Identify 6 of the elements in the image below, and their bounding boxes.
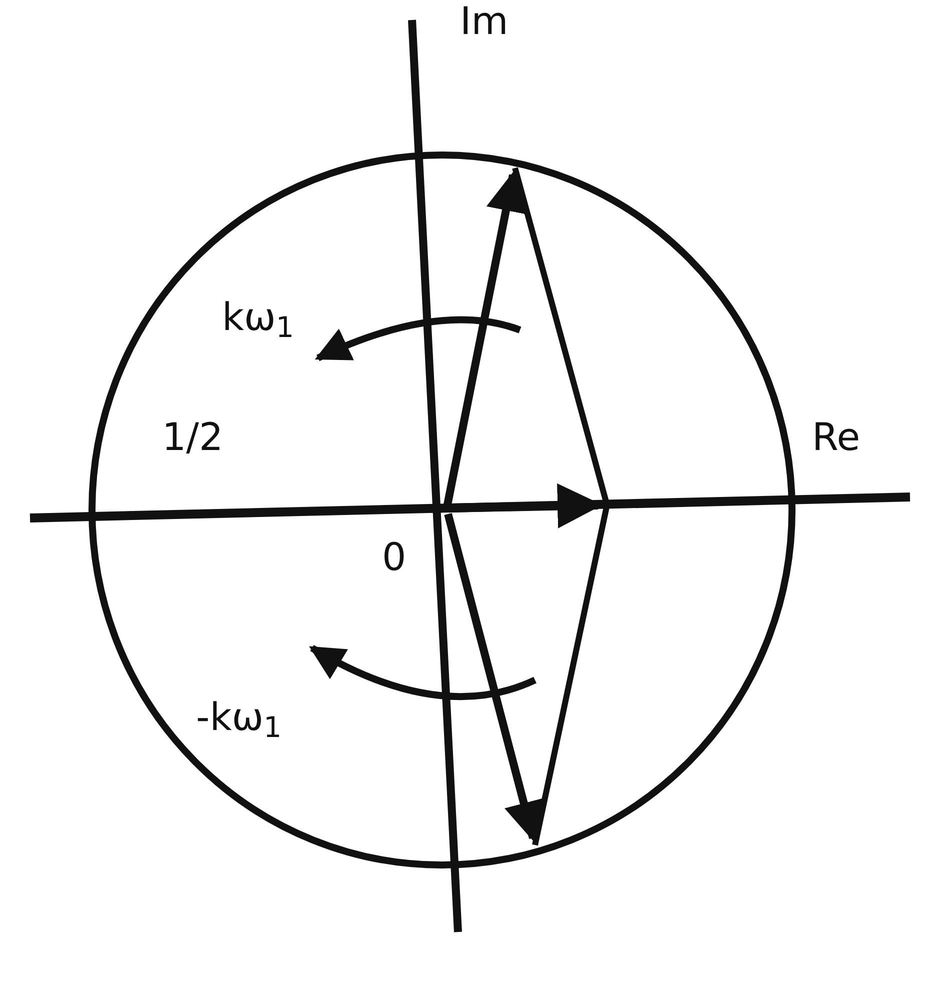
axis-label: Im [460, 2, 508, 40]
axis-label: 0 [382, 538, 406, 576]
axis-label: Re [812, 418, 860, 456]
axis-label: 1/2 [162, 418, 224, 456]
axis-label: -kω$_{1}$ [196, 698, 282, 736]
axis-label: kω$_{1}$ [222, 298, 294, 336]
